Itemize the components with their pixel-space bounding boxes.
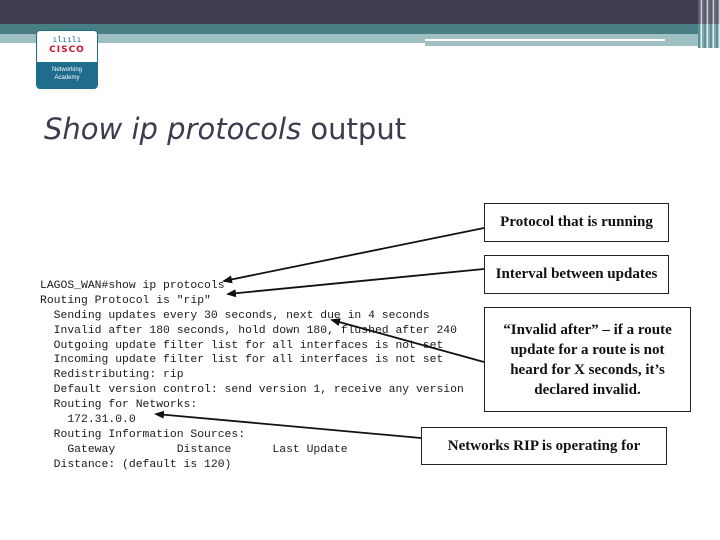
cli-line: Outgoing update filter list for all inte… [40,339,444,352]
cli-line: Invalid after 180 seconds, hold down 180… [40,324,457,337]
logo-subtitle-line1: Networking [51,67,82,73]
callout-update-interval: Interval between updates [484,255,669,294]
slide-title-command: Show ip protocols [44,112,302,146]
cli-line: 172.31.0.0 [40,414,136,427]
cli-line: Routing Information Sources: [40,428,246,441]
logo-subtitle-line2: Academy [54,75,80,81]
cli-line: Sending updates every 30 seconds, next d… [40,309,430,322]
callout-networks: Networks RIP is operating for [421,427,667,465]
top-banner [0,0,720,24]
cli-line: Incoming update filter list for all inte… [40,354,444,367]
teal-band [0,24,700,34]
slide-title: Show ip protocols output [44,112,406,146]
cli-line: LAGOS_WAN#show ip protocols [40,279,225,292]
cli-line: Redistributing: rip [40,369,184,382]
cisco-wordmark: CISCO [49,45,85,55]
cli-line: Distance: (default is 120) [40,458,232,471]
cisco-bars-icon: ılıılı [52,35,82,44]
cli-line: Gateway Distance Last Update [40,443,348,456]
slide-title-suffix: output [301,112,407,146]
stripe-decoration-lower [698,24,720,48]
callout-protocol-running: Protocol that is running [484,203,669,242]
light-teal-band-left [0,34,425,43]
cli-line: Default version control: send version 1,… [40,384,464,397]
callout-invalid-after: “Invalid after” – if a route update for … [484,307,691,412]
cisco-networking-academy-logo: ılıılı CISCO Networking Academy [36,30,98,89]
cli-line: Routing Protocol is "rip" [40,294,211,307]
cli-line: Routing for Networks: [40,399,198,412]
divider-line [425,39,665,41]
